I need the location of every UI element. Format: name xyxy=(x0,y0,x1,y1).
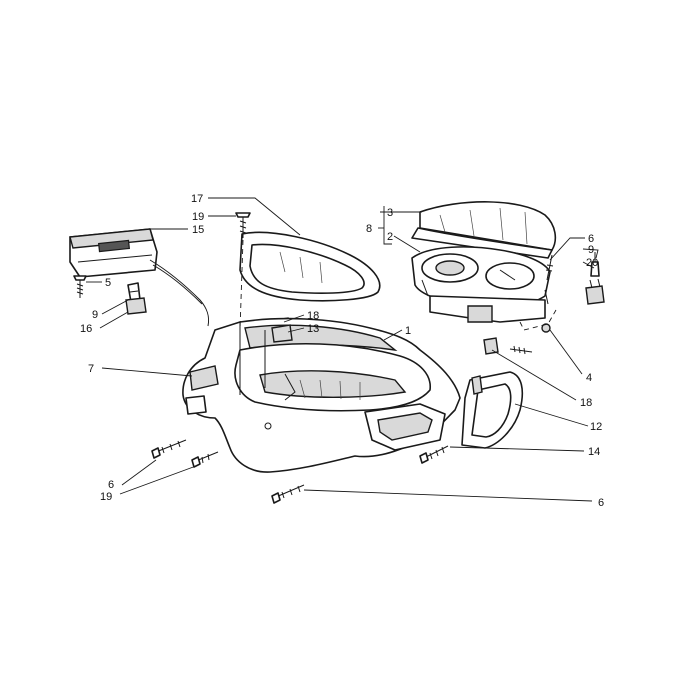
screw-6-bottom xyxy=(271,484,305,504)
callout-7: 7 xyxy=(88,363,94,375)
callout-5: 5 xyxy=(105,277,111,289)
callout-13: 13 xyxy=(307,323,319,335)
screw-14 xyxy=(419,445,449,464)
bulb-9-right xyxy=(590,252,600,277)
assembly-lines xyxy=(239,239,557,331)
callout-14: 14 xyxy=(588,446,600,458)
screw-5 xyxy=(73,275,87,298)
bulb-holder-left xyxy=(125,282,147,315)
instrument-cluster-2 xyxy=(411,246,551,323)
callout-20: 20 xyxy=(586,257,598,269)
callout-labels: 17 19 15 5 9 16 18 13 1 7 3 8 2 6 9 20 4… xyxy=(80,193,604,509)
headlight-frame-17 xyxy=(239,231,381,302)
callout-17: 17 xyxy=(191,193,203,205)
screw-6-left xyxy=(151,439,187,459)
callout-19: 19 xyxy=(192,211,204,223)
side-cover-12 xyxy=(461,371,524,449)
clip-18-lower xyxy=(483,337,533,355)
callout-18: 18 xyxy=(307,310,319,322)
callout-18: 18 xyxy=(580,397,592,409)
leader-lines xyxy=(86,197,599,502)
callout-9: 9 xyxy=(92,309,98,321)
socket-20 xyxy=(585,278,605,305)
callout-12: 12 xyxy=(590,421,602,433)
callout-2: 2 xyxy=(387,231,393,243)
clock-module xyxy=(69,228,210,327)
callout-19: 19 xyxy=(100,491,112,503)
instrument-cover-3 xyxy=(411,201,557,259)
callout-1: 1 xyxy=(405,325,411,337)
screw-19-top xyxy=(235,212,251,238)
callout-15: 15 xyxy=(192,224,204,236)
callout-3: 3 xyxy=(387,207,393,219)
callout-8: 8 xyxy=(366,223,372,235)
callout-16: 16 xyxy=(80,323,92,335)
nut-4 xyxy=(541,323,551,333)
clip-13 xyxy=(271,324,293,343)
screw-19-lower xyxy=(191,451,219,468)
callout-6: 6 xyxy=(588,233,594,245)
callout-6: 6 xyxy=(598,497,604,509)
callout-9: 9 xyxy=(588,244,594,256)
handlebar-cover-1 xyxy=(182,317,461,473)
callout-6: 6 xyxy=(108,479,114,491)
callout-4: 4 xyxy=(586,372,592,384)
